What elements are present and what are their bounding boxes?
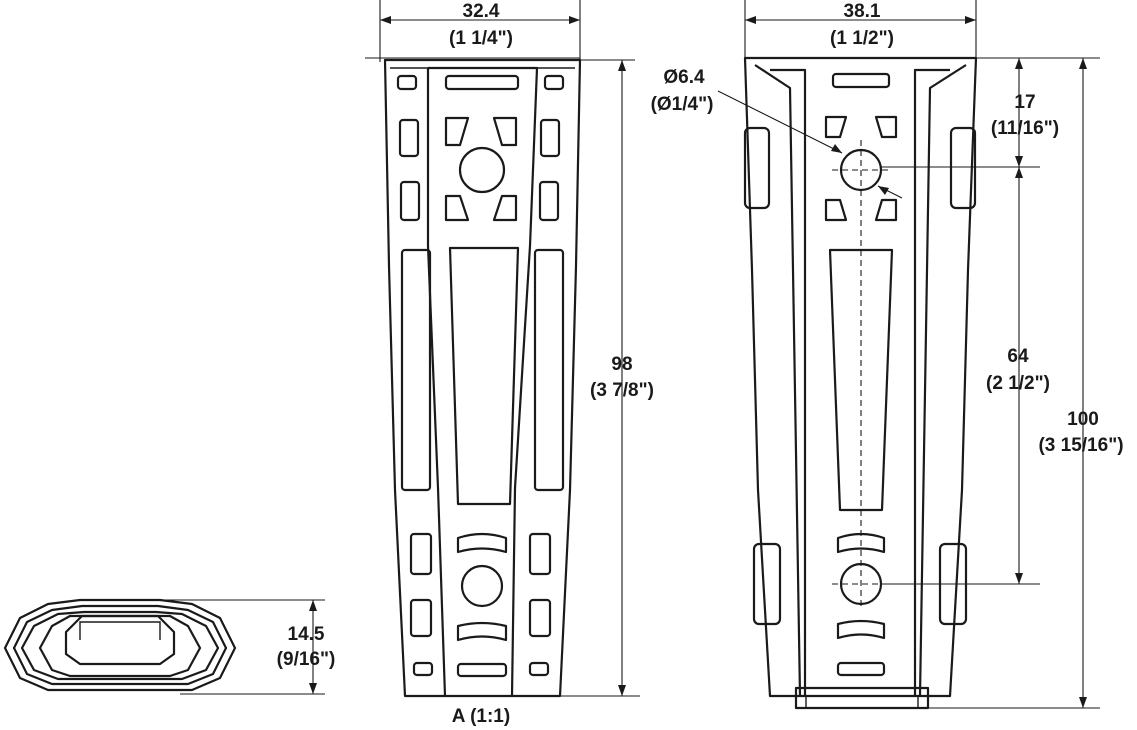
hole-spacing-in-label: (2 1/2"): [986, 373, 1050, 394]
hole-diameter-mm-label: Ø6.4: [663, 67, 705, 88]
side-width-mm-label: 38.1: [844, 1, 881, 22]
side-width-dimension: [744, 0, 977, 62]
view-label: A (1:1): [452, 706, 510, 727]
total-height-dimension: [928, 57, 1100, 709]
total-height-mm-label: 100: [1067, 409, 1099, 430]
hole-spacing-dimension: [880, 167, 1040, 585]
hole-diameter-in-label: (Ø1/4"): [651, 94, 714, 115]
bottom-height-dimension: [165, 599, 325, 695]
bottom-height-in-label: (9/16"): [277, 649, 336, 670]
hole-offset-in-label: (11/16"): [991, 118, 1059, 139]
front-height-dimension: [560, 59, 640, 697]
front-width-in-label: (1 1/4"): [449, 28, 513, 49]
hole-diameter-leader: [717, 90, 903, 199]
hole-spacing-mm-label: 64: [1007, 346, 1029, 367]
front-height-in-label: (3 7/8"): [590, 380, 654, 401]
hole-offset-mm-label: 17: [1014, 92, 1035, 113]
front-height-mm-label: 98: [611, 354, 632, 375]
side-width-in-label: (1 1/2"): [830, 28, 894, 49]
hole-offset-dimension: [880, 57, 1040, 168]
bottom-view: [3, 598, 237, 692]
front-width-dimension: [365, 0, 581, 62]
side-view: [743, 56, 978, 710]
front-view: [383, 58, 582, 698]
front-width-mm-label: 32.4: [463, 1, 500, 22]
bottom-height-mm-label: 14.5: [288, 624, 325, 645]
total-height-in-label: (3 15/16"): [1038, 435, 1123, 456]
